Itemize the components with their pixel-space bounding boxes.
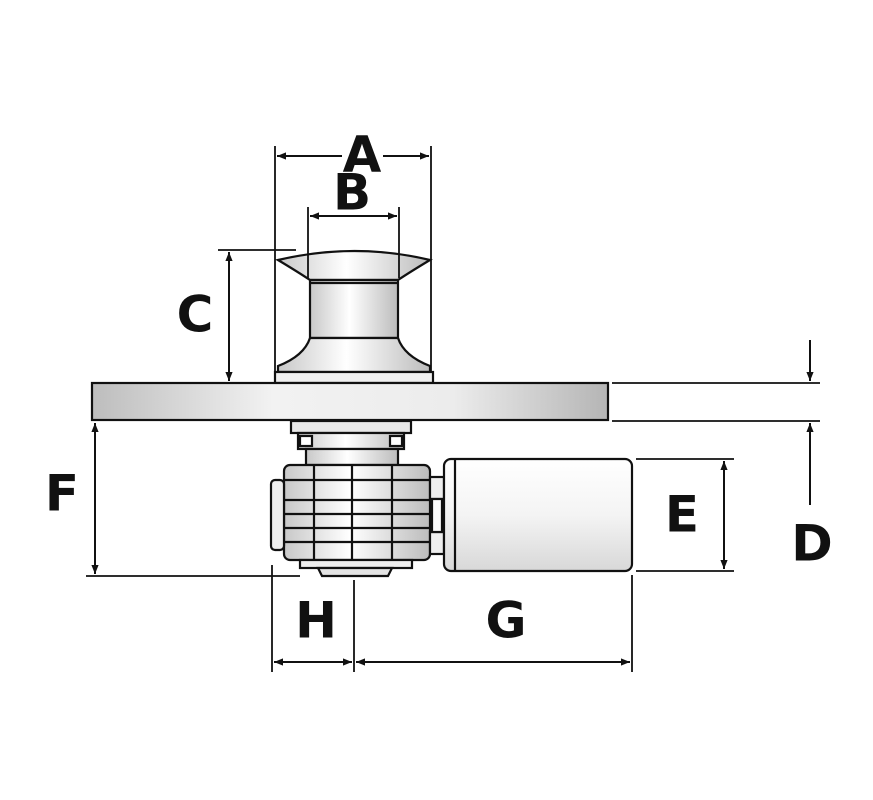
- label-b: B: [333, 164, 371, 222]
- extension-lines: [86, 146, 820, 672]
- gearbox: [269, 419, 446, 578]
- label-d: D: [791, 515, 833, 573]
- deck-plate: [90, 381, 610, 422]
- label-h: H: [295, 592, 337, 650]
- label-f: F: [45, 465, 79, 523]
- label-g: G: [485, 592, 526, 650]
- label-a: A: [343, 126, 382, 184]
- label-e: E: [665, 486, 699, 544]
- dimension-lines: [91, 152, 814, 666]
- capstan-drum: [273, 249, 435, 385]
- motor: [442, 457, 634, 573]
- label-c: C: [177, 286, 214, 344]
